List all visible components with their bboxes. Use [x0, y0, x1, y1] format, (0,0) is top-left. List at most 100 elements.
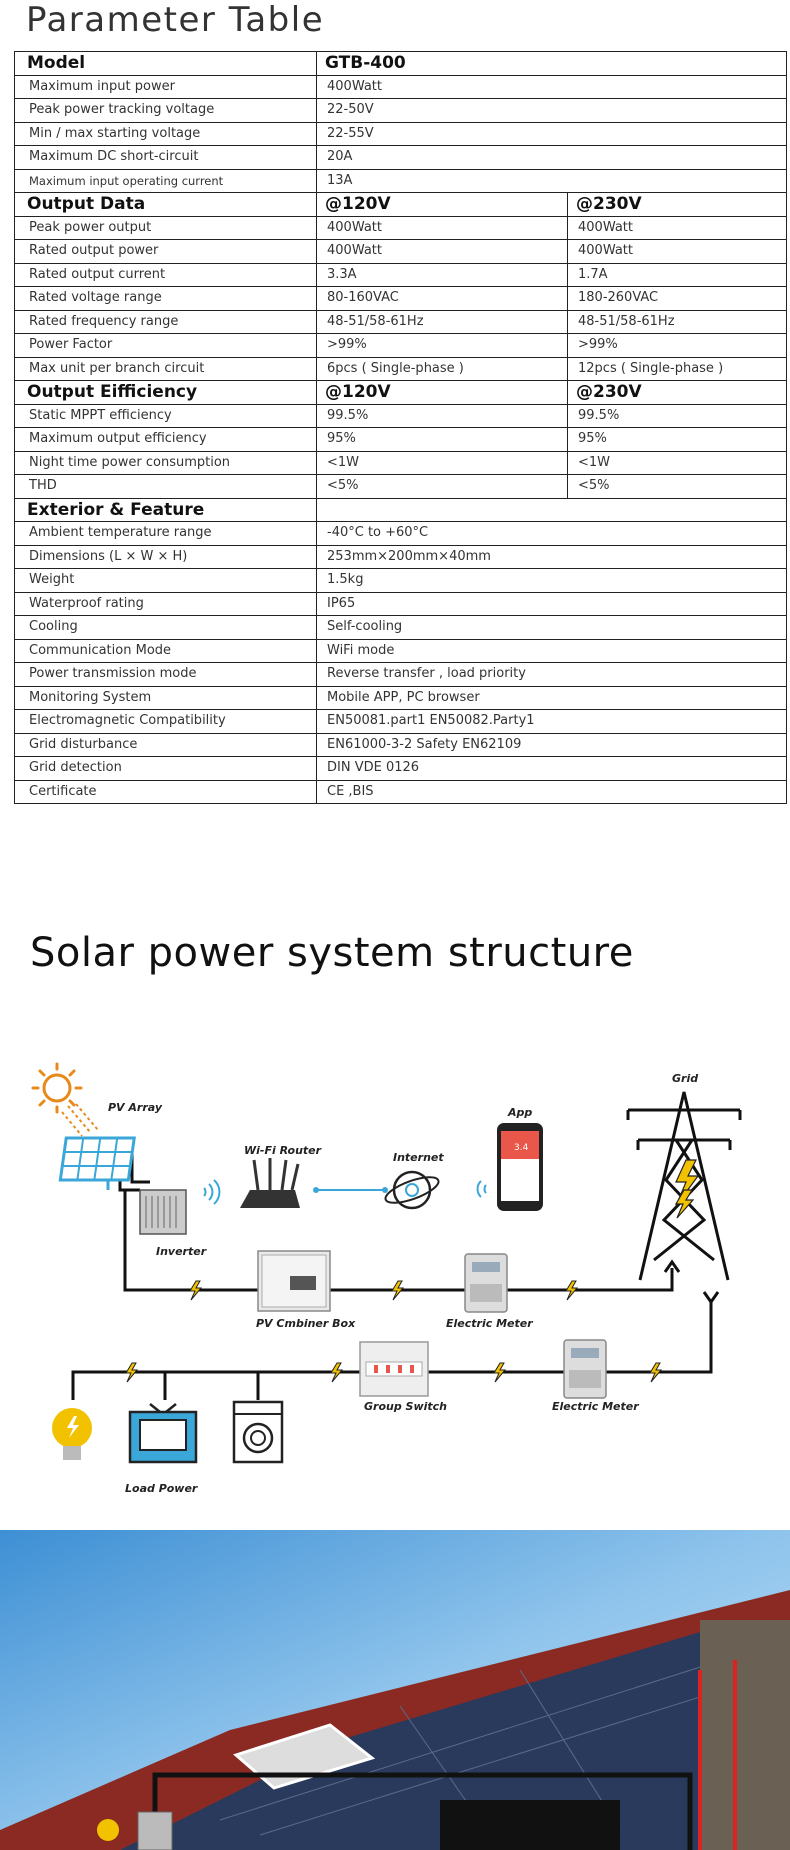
- bolt-icon: [493, 1362, 507, 1383]
- inverter-label: Inverter: [156, 1245, 207, 1258]
- parameter-value: EN61000-3-2 Safety EN62109: [316, 732, 787, 757]
- parameter-label: Max unit per branch circuit: [14, 356, 317, 381]
- parameter-label: Peak power output: [14, 215, 317, 240]
- parameter-label: Cooling: [14, 615, 317, 640]
- parameter-value: 99.5%: [567, 403, 787, 428]
- parameter-label: Min / max starting voltage: [14, 121, 317, 146]
- parameter-value: @120V: [316, 192, 568, 217]
- load-power-label: Load Power: [125, 1482, 198, 1495]
- parameter-value: <5%: [316, 474, 568, 499]
- parameter-value: 13A: [316, 168, 787, 193]
- parameter-label: Maximum output efficiency: [14, 427, 317, 452]
- parameter-value: 20A: [316, 145, 787, 170]
- section-header-label: Output Data: [14, 192, 317, 217]
- parameter-label: Power Factor: [14, 333, 317, 358]
- app-screen-value: 3.4: [514, 1143, 529, 1153]
- section-header-label: Model: [14, 51, 317, 76]
- parameter-value: CE ,BIS: [316, 779, 787, 804]
- parameter-value: 400Watt: [316, 74, 787, 99]
- parameter-label: Rated voltage range: [14, 286, 317, 311]
- electric-meter-1-label: Electric Meter: [446, 1317, 533, 1330]
- pv-array-label: PV Array: [108, 1101, 163, 1114]
- parameter-label: THD: [14, 474, 317, 499]
- parameter-value: [316, 497, 787, 522]
- sun-icon: [31, 1062, 99, 1137]
- light-bulb-icon: [52, 1408, 92, 1460]
- phone-app-icon: 3.4: [497, 1123, 543, 1211]
- parameter-value: 400Watt: [316, 215, 568, 240]
- parameter-label: Rated output power: [14, 239, 317, 264]
- section-title: Solar power system structure: [30, 930, 634, 976]
- parameter-value: <1W: [567, 450, 787, 475]
- electric-meter-2-label: Electric Meter: [552, 1400, 639, 1413]
- parameter-label: Waterproof rating: [14, 591, 317, 616]
- parameter-label: Rated output current: [14, 262, 317, 287]
- parameter-value: 253mm×200mm×40mm: [316, 544, 787, 569]
- table-row: THD<5%<5%: [14, 474, 787, 499]
- parameter-value: 22-50V: [316, 98, 787, 123]
- parameter-label: Weight: [14, 568, 317, 593]
- table-row: Night time power consumption<1W<1W: [14, 450, 787, 475]
- table-section-header: Exterior & Feature: [14, 497, 787, 522]
- parameter-value: 95%: [316, 427, 568, 452]
- electric-meter-icon: [563, 1339, 607, 1399]
- parameter-value: 48-51/58-61Hz: [316, 309, 568, 334]
- arrow-up-icon: [663, 1259, 681, 1273]
- parameter-value: 99.5%: [316, 403, 568, 428]
- section-header-label: Output Eifficiency: [14, 380, 317, 405]
- parameter-value: 400Watt: [567, 215, 787, 240]
- bolt-icon: [125, 1362, 139, 1383]
- house-photo: [0, 1530, 790, 1850]
- parameter-label: Maximum input power: [14, 74, 317, 99]
- parameter-value: 400Watt: [316, 239, 568, 264]
- parameter-value: 95%: [567, 427, 787, 452]
- parameter-value: @230V: [567, 192, 787, 217]
- parameter-label: Monitoring System: [14, 685, 317, 710]
- parameter-label: Grid disturbance: [14, 732, 317, 757]
- bolt-icon: [391, 1280, 405, 1301]
- internet-label: Internet: [393, 1151, 444, 1164]
- parameter-label: Rated frequency range: [14, 309, 317, 334]
- router-icon: [240, 1158, 300, 1208]
- parameter-value: GTB-400: [316, 51, 787, 76]
- parameter-value: <5%: [567, 474, 787, 499]
- bolt-icon: [565, 1280, 579, 1301]
- parameter-value: Reverse transfer , load priority: [316, 662, 787, 687]
- parameter-label: Night time power consumption: [14, 450, 317, 475]
- parameter-value: IP65: [316, 591, 787, 616]
- parameter-value: EN50081.part1 EN50082.Party1: [316, 709, 787, 734]
- parameter-value: 3.3A: [316, 262, 568, 287]
- bolt-icon: [674, 1189, 695, 1219]
- electric-meter-icon: [464, 1253, 508, 1313]
- combiner-box-icon: [257, 1250, 331, 1312]
- parameter-value: -40°C to +60°C: [316, 521, 787, 546]
- app-label: App: [507, 1106, 532, 1119]
- parameter-label: Grid detection: [14, 756, 317, 781]
- wifi-signal-icon: [203, 1179, 221, 1205]
- bolt-icons: [125, 1280, 663, 1383]
- table-row: Ambient temperature range-40°C to +60°C: [14, 521, 787, 546]
- parameter-value: @120V: [316, 380, 568, 405]
- parameter-value: 180-260VAC: [567, 286, 787, 311]
- parameter-label: Peak power tracking voltage: [14, 98, 317, 123]
- wifi-router-label: Wi-Fi Router: [244, 1144, 322, 1157]
- bolt-icon: [330, 1362, 344, 1383]
- parameter-value: <1W: [316, 450, 568, 475]
- group-switch-label: Group Switch: [364, 1400, 447, 1413]
- parameter-value: 22-55V: [316, 121, 787, 146]
- arrow-down-icon: [702, 1291, 720, 1305]
